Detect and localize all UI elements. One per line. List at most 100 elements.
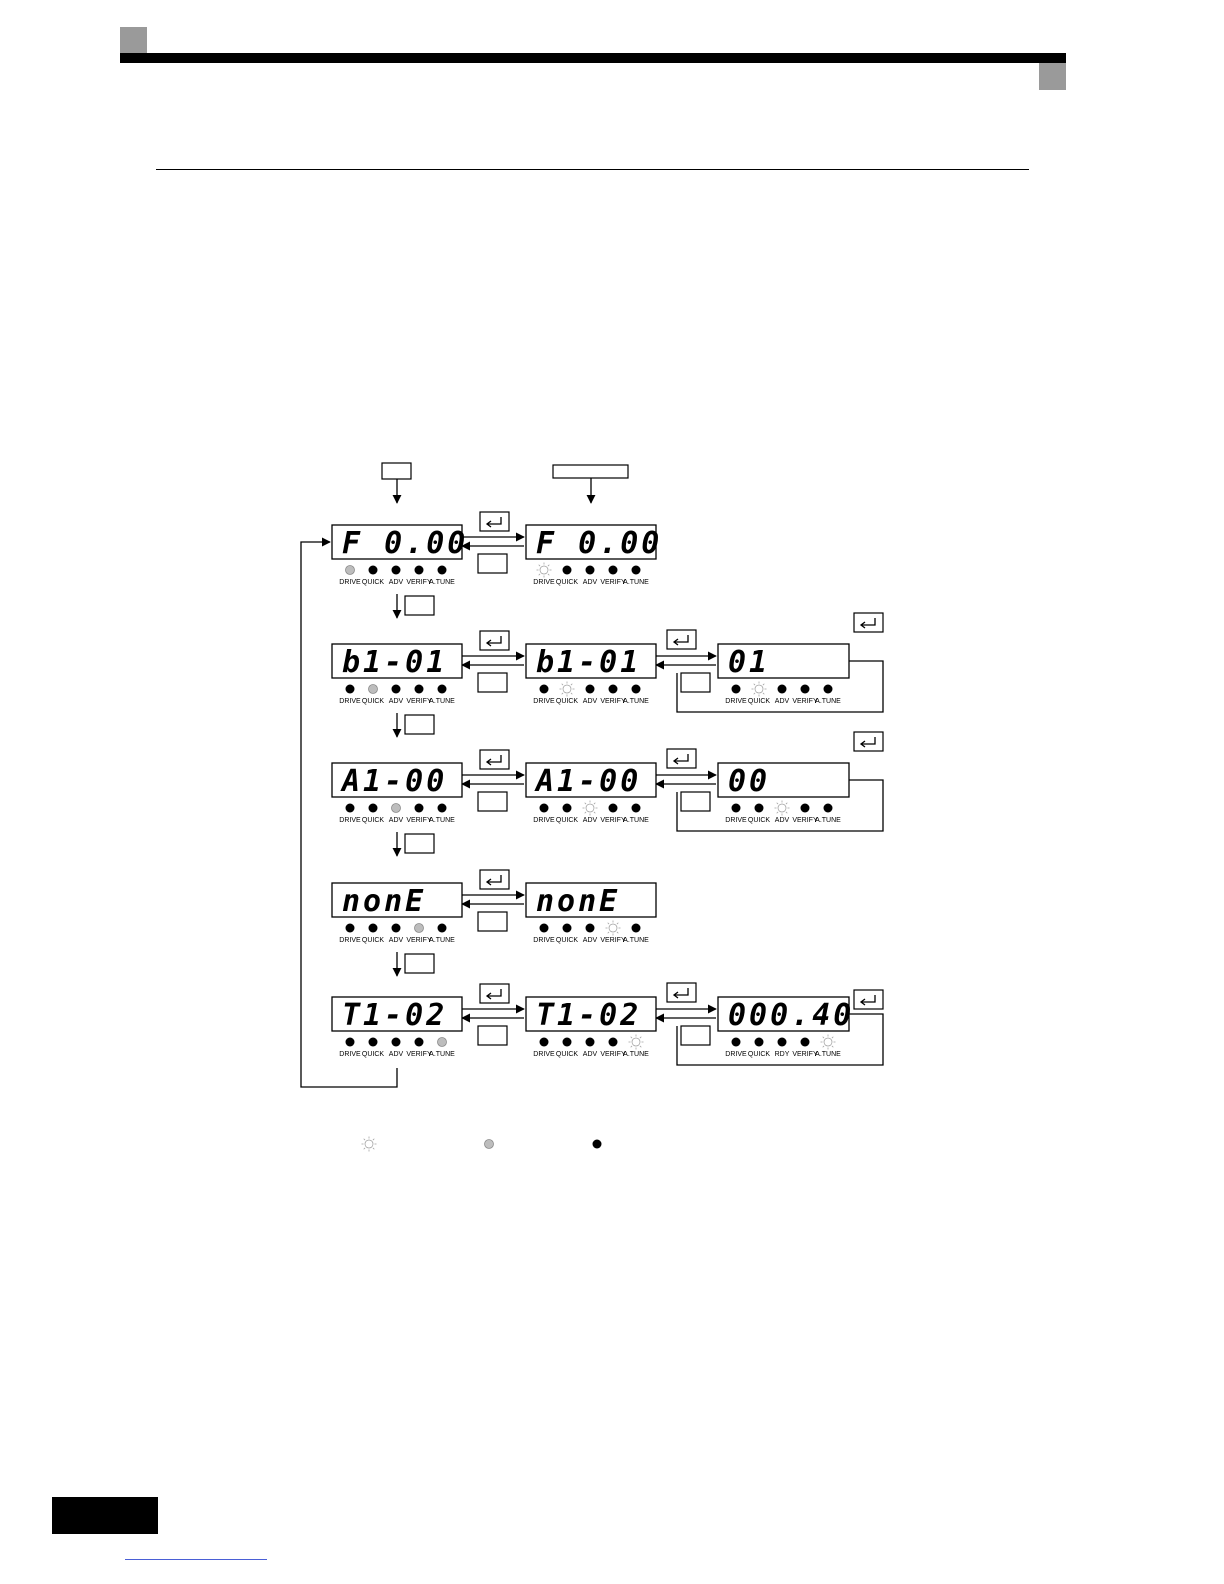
sub-atune-led-label-4: A.TUNE xyxy=(623,1051,649,1058)
escape-key-icon[interactable] xyxy=(477,553,508,574)
escape-key-icon[interactable] xyxy=(680,672,711,693)
top-wide-key-box[interactable] xyxy=(552,464,629,479)
escape-key-icon[interactable] xyxy=(477,911,508,932)
led-ray xyxy=(616,922,619,925)
down-key-icon[interactable] xyxy=(404,953,435,974)
sub-quick-led-label-1: QUICK xyxy=(556,698,579,705)
sub-atune-led-label-2: ADV xyxy=(583,1051,598,1058)
menu-drive-led-1 xyxy=(368,565,378,575)
sub-drive-led-2 xyxy=(585,565,595,575)
enter-key-icon[interactable] xyxy=(479,511,510,532)
return-loop xyxy=(676,1013,884,1066)
enter-key-icon[interactable] xyxy=(853,612,884,633)
enter-key-icon[interactable] xyxy=(479,869,510,890)
escape-key-icon[interactable] xyxy=(680,1025,711,1046)
escape-key-icon[interactable] xyxy=(680,791,711,812)
menu-display-drive-frame xyxy=(331,524,463,560)
enter-key-icon[interactable] xyxy=(666,748,697,769)
sub-adv-led-2 xyxy=(582,800,598,816)
menu-verify-led-0 xyxy=(345,923,355,933)
enter-key-icon[interactable] xyxy=(853,989,884,1010)
sub-quick-led-label-0: DRIVE xyxy=(533,698,555,705)
enter-key-glyph xyxy=(488,875,502,883)
value-quick-led-4 xyxy=(823,684,833,694)
legend-blink-led xyxy=(361,1136,377,1152)
menu-verify-led-4 xyxy=(437,923,447,933)
enter-key-frame xyxy=(853,612,884,633)
menu-display-adv-text: A1-00 xyxy=(340,764,447,799)
footer-link-underline[interactable] xyxy=(125,1559,267,1560)
sub-quick-led-label-2: ADV xyxy=(583,698,598,705)
sub-quick-led-4 xyxy=(631,684,641,694)
sub-display-quick-text: b1-01 xyxy=(536,645,641,680)
menu-display-atune-frame xyxy=(331,996,463,1032)
led-ray xyxy=(570,692,573,695)
menu-drive-led-2 xyxy=(391,565,401,575)
value-adv-led-0 xyxy=(731,803,741,813)
header-tab xyxy=(1039,63,1066,90)
enter-key-glyph xyxy=(675,988,689,996)
led-ray xyxy=(570,683,573,686)
sub-adv-led-label-1: QUICK xyxy=(556,817,579,824)
enter-key-frame xyxy=(666,748,697,769)
led-ray xyxy=(762,683,765,686)
led-ray xyxy=(607,931,610,934)
enter-key-icon[interactable] xyxy=(479,749,510,770)
enter-key-glyph xyxy=(488,755,502,763)
led-ray xyxy=(785,811,788,814)
menu-display-atune-text: T1-02 xyxy=(342,998,447,1033)
sub-verify-led-label-0: DRIVE xyxy=(533,937,555,944)
led-ray xyxy=(561,683,564,686)
enter-key-icon[interactable] xyxy=(479,630,510,651)
menu-quick-led-label-4: A.TUNE xyxy=(429,698,455,705)
enter-key-icon[interactable] xyxy=(479,983,510,1004)
led-core xyxy=(777,803,787,813)
enter-key-arrowhead xyxy=(859,621,866,629)
led-ray xyxy=(363,1138,366,1141)
sub-display-quick-frame xyxy=(525,643,657,679)
enter-key-frame xyxy=(666,982,697,1003)
legend-off-led xyxy=(592,1139,602,1149)
enter-key-glyph xyxy=(862,737,876,745)
sub-display-verify-frame xyxy=(525,882,657,918)
sub-drive-led-0 xyxy=(536,562,552,578)
led-core xyxy=(539,565,549,575)
escape-key-icon[interactable] xyxy=(477,672,508,693)
menu-quick-led-4 xyxy=(437,684,447,694)
led-ray xyxy=(561,692,564,695)
enter-key-icon[interactable] xyxy=(853,731,884,752)
down-key-icon[interactable] xyxy=(404,595,435,616)
menu-verify-led-2 xyxy=(391,923,401,933)
sub-quick-led-1 xyxy=(559,681,575,697)
escape-key-icon[interactable] xyxy=(477,1025,508,1046)
menu-drive-led-3 xyxy=(414,565,424,575)
value-quick-led-0 xyxy=(731,684,741,694)
enter-key-icon[interactable] xyxy=(666,629,697,650)
value-adv-led-3 xyxy=(800,803,810,813)
menu-adv-led-2 xyxy=(391,803,401,813)
enter-key-frame xyxy=(479,511,510,532)
led-core xyxy=(823,1037,833,1047)
sub-quick-led-label-3: VERIFY xyxy=(600,698,626,705)
led-ray xyxy=(372,1147,375,1150)
value-quick-led-label-4: A.TUNE xyxy=(815,698,841,705)
sub-verify-led-2 xyxy=(585,923,595,933)
escape-key-icon[interactable] xyxy=(477,791,508,812)
value-atune-led-1 xyxy=(754,1037,764,1047)
value-display-quick-text: 01 xyxy=(728,645,770,680)
top-key-box[interactable] xyxy=(381,462,412,480)
enter-key-icon[interactable] xyxy=(666,982,697,1003)
down-key-icon[interactable] xyxy=(404,833,435,854)
sub-display-drive-frame xyxy=(525,524,657,560)
enter-key-arrowhead xyxy=(859,998,866,1006)
menu-quick-led-label-2: ADV xyxy=(389,698,404,705)
led-ray xyxy=(831,1036,834,1039)
down-key-icon[interactable] xyxy=(404,714,435,735)
legend-dim-led xyxy=(484,1139,494,1149)
menu-quick-led-label-0: DRIVE xyxy=(339,698,361,705)
page-number-box xyxy=(52,1497,158,1534)
value-atune-led-label-2: RDY xyxy=(775,1051,790,1058)
sub-adv-led-label-3: VERIFY xyxy=(600,817,626,824)
sub-drive-led-label-4: A.TUNE xyxy=(623,579,649,586)
enter-key-frame xyxy=(479,983,510,1004)
